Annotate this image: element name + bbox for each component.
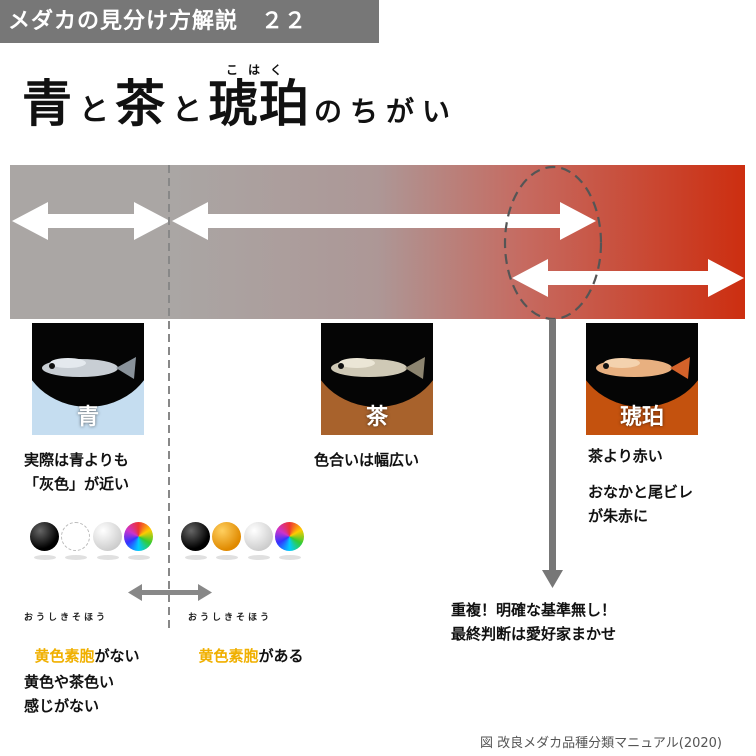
sphere-shadow [34,555,56,560]
pigment-present-suffix: がある [258,647,304,665]
pigment-note: 黄色や茶色い 感じがない [24,673,115,715]
amber-description: 茶より赤い [588,447,663,465]
fish-card-brown: 茶 [321,323,433,435]
sphere-shadow [279,555,301,560]
sphere-shadow [97,555,119,560]
card-label: 茶 [365,405,388,430]
small-double-arrow-icon [128,584,212,601]
pigment-absent-suffix: がない [94,647,140,665]
sphere-icon [181,522,210,551]
title-ruby: こはく [225,63,292,77]
blue-description: 実際は青よりも 「灰色」が近い [24,451,130,493]
amber-description-2: おなかと尾ビレ が朱赤に [588,483,694,525]
fish-photo-icon [42,357,136,379]
header-tag: メダカの見分け方解説 ２２ [0,0,379,43]
fish-photo-icon [596,357,690,379]
title-particle-2: と [172,93,202,128]
pigment-present-label: 黄色素胞がある [188,620,303,668]
overlap-note: 重複！明確な基準無し！ 最終判断は愛好家まかせ [451,601,617,643]
card-label: 青 [76,405,99,430]
double-arrow-icon [12,202,170,240]
down-arrow-icon [542,319,563,588]
title-word-amber-wrap: こはく 琥珀 [208,64,310,134]
fish-photo-icon [331,357,425,379]
sphere-shadow [185,555,207,560]
title-word-blue: 青 [22,75,73,133]
title-tail: のちがい [314,95,459,128]
double-arrow-icon [172,202,596,240]
sphere-icon [275,522,304,551]
sphere-shadow [248,555,270,560]
pigment-term: 黄色素胞 [198,647,259,665]
sphere-shadow [128,555,150,560]
pigment-ruby-left: おうしきそほう [24,613,109,623]
double-arrow-icon [512,259,744,297]
sphere-shadow [65,555,87,560]
pigment-ruby-right: おうしきそほう [188,613,273,623]
pigment-term: 黄色素胞 [34,647,95,665]
sphere-icon [93,522,122,551]
sphere-shadow [216,555,238,560]
title-word-brown: 茶 [115,75,166,133]
pigment-absent-label: 黄色素胞がない [24,620,139,668]
page-title: 青 と 茶 と こはく 琥珀 のちがい [22,64,458,134]
sphere-icon [124,522,153,551]
brown-description: 色合いは幅広い [314,451,420,469]
fish-card-blue: 青 [32,323,144,435]
sphere-icon [212,522,241,551]
color-gradient-bar [10,165,745,319]
fish-card-amber: 琥珀 [586,323,698,435]
title-word-amber: 琥珀 [208,75,310,133]
source-caption: 図 改良メダカ品種分類マニュアル(2020) [480,736,722,751]
dashed-ellipse-icon [503,165,603,321]
sphere-icon [244,522,273,551]
sphere-icon [61,522,90,551]
sphere-icon [30,522,59,551]
card-label: 琥珀 [619,405,664,430]
title-particle-1: と [79,93,109,128]
